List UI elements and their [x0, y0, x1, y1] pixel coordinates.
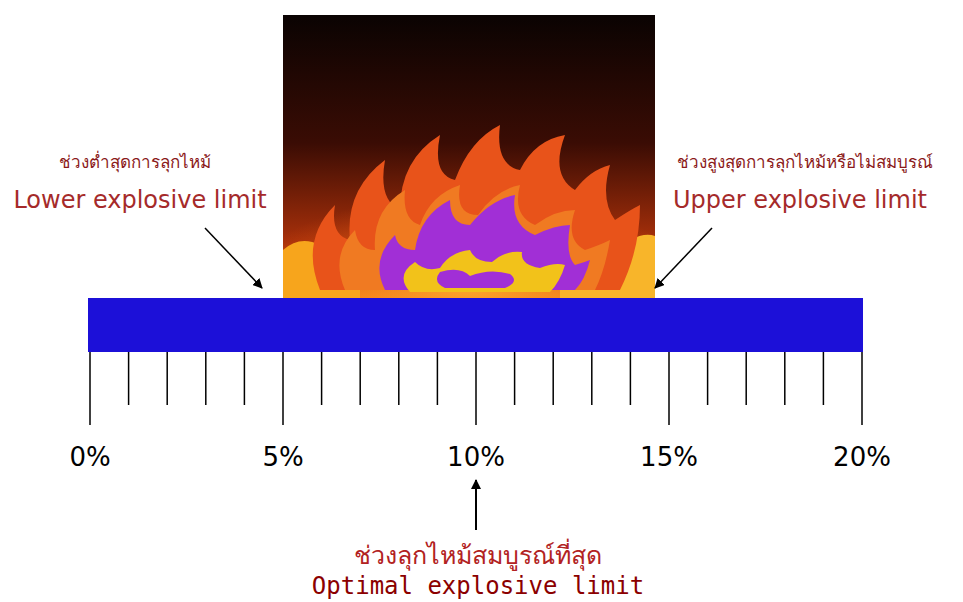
percent-label: 15% — [640, 442, 698, 473]
percent-label: 5% — [262, 442, 303, 473]
percent-label: 0% — [69, 442, 110, 473]
percent-label: 10% — [447, 442, 505, 473]
limit-label-thai: ช่วงต่ำสุดการลุกไหม้ — [59, 152, 211, 172]
concentration-bar — [88, 298, 863, 352]
limit-label-thai: ช่วงสูงสุดการลุกไหม้หรือไม่สมบูรณ์ — [677, 152, 933, 172]
lower-limit-pointer — [205, 228, 262, 288]
upper-limit-pointer — [655, 228, 712, 288]
optimal-limit-pointer — [475, 480, 477, 530]
fire-photo — [283, 15, 655, 299]
optimal-label: Optimal explosive limit — [312, 572, 644, 601]
optimal-label-thai: ช่วงลุกไหม้สมบูรณ์ที่สุด — [354, 541, 602, 571]
percent-label: 20% — [833, 442, 891, 473]
scale-ticks — [90, 352, 862, 425]
limit-label: Lower explosive limit — [13, 186, 266, 215]
limit-label: Upper explosive limit — [673, 186, 927, 215]
